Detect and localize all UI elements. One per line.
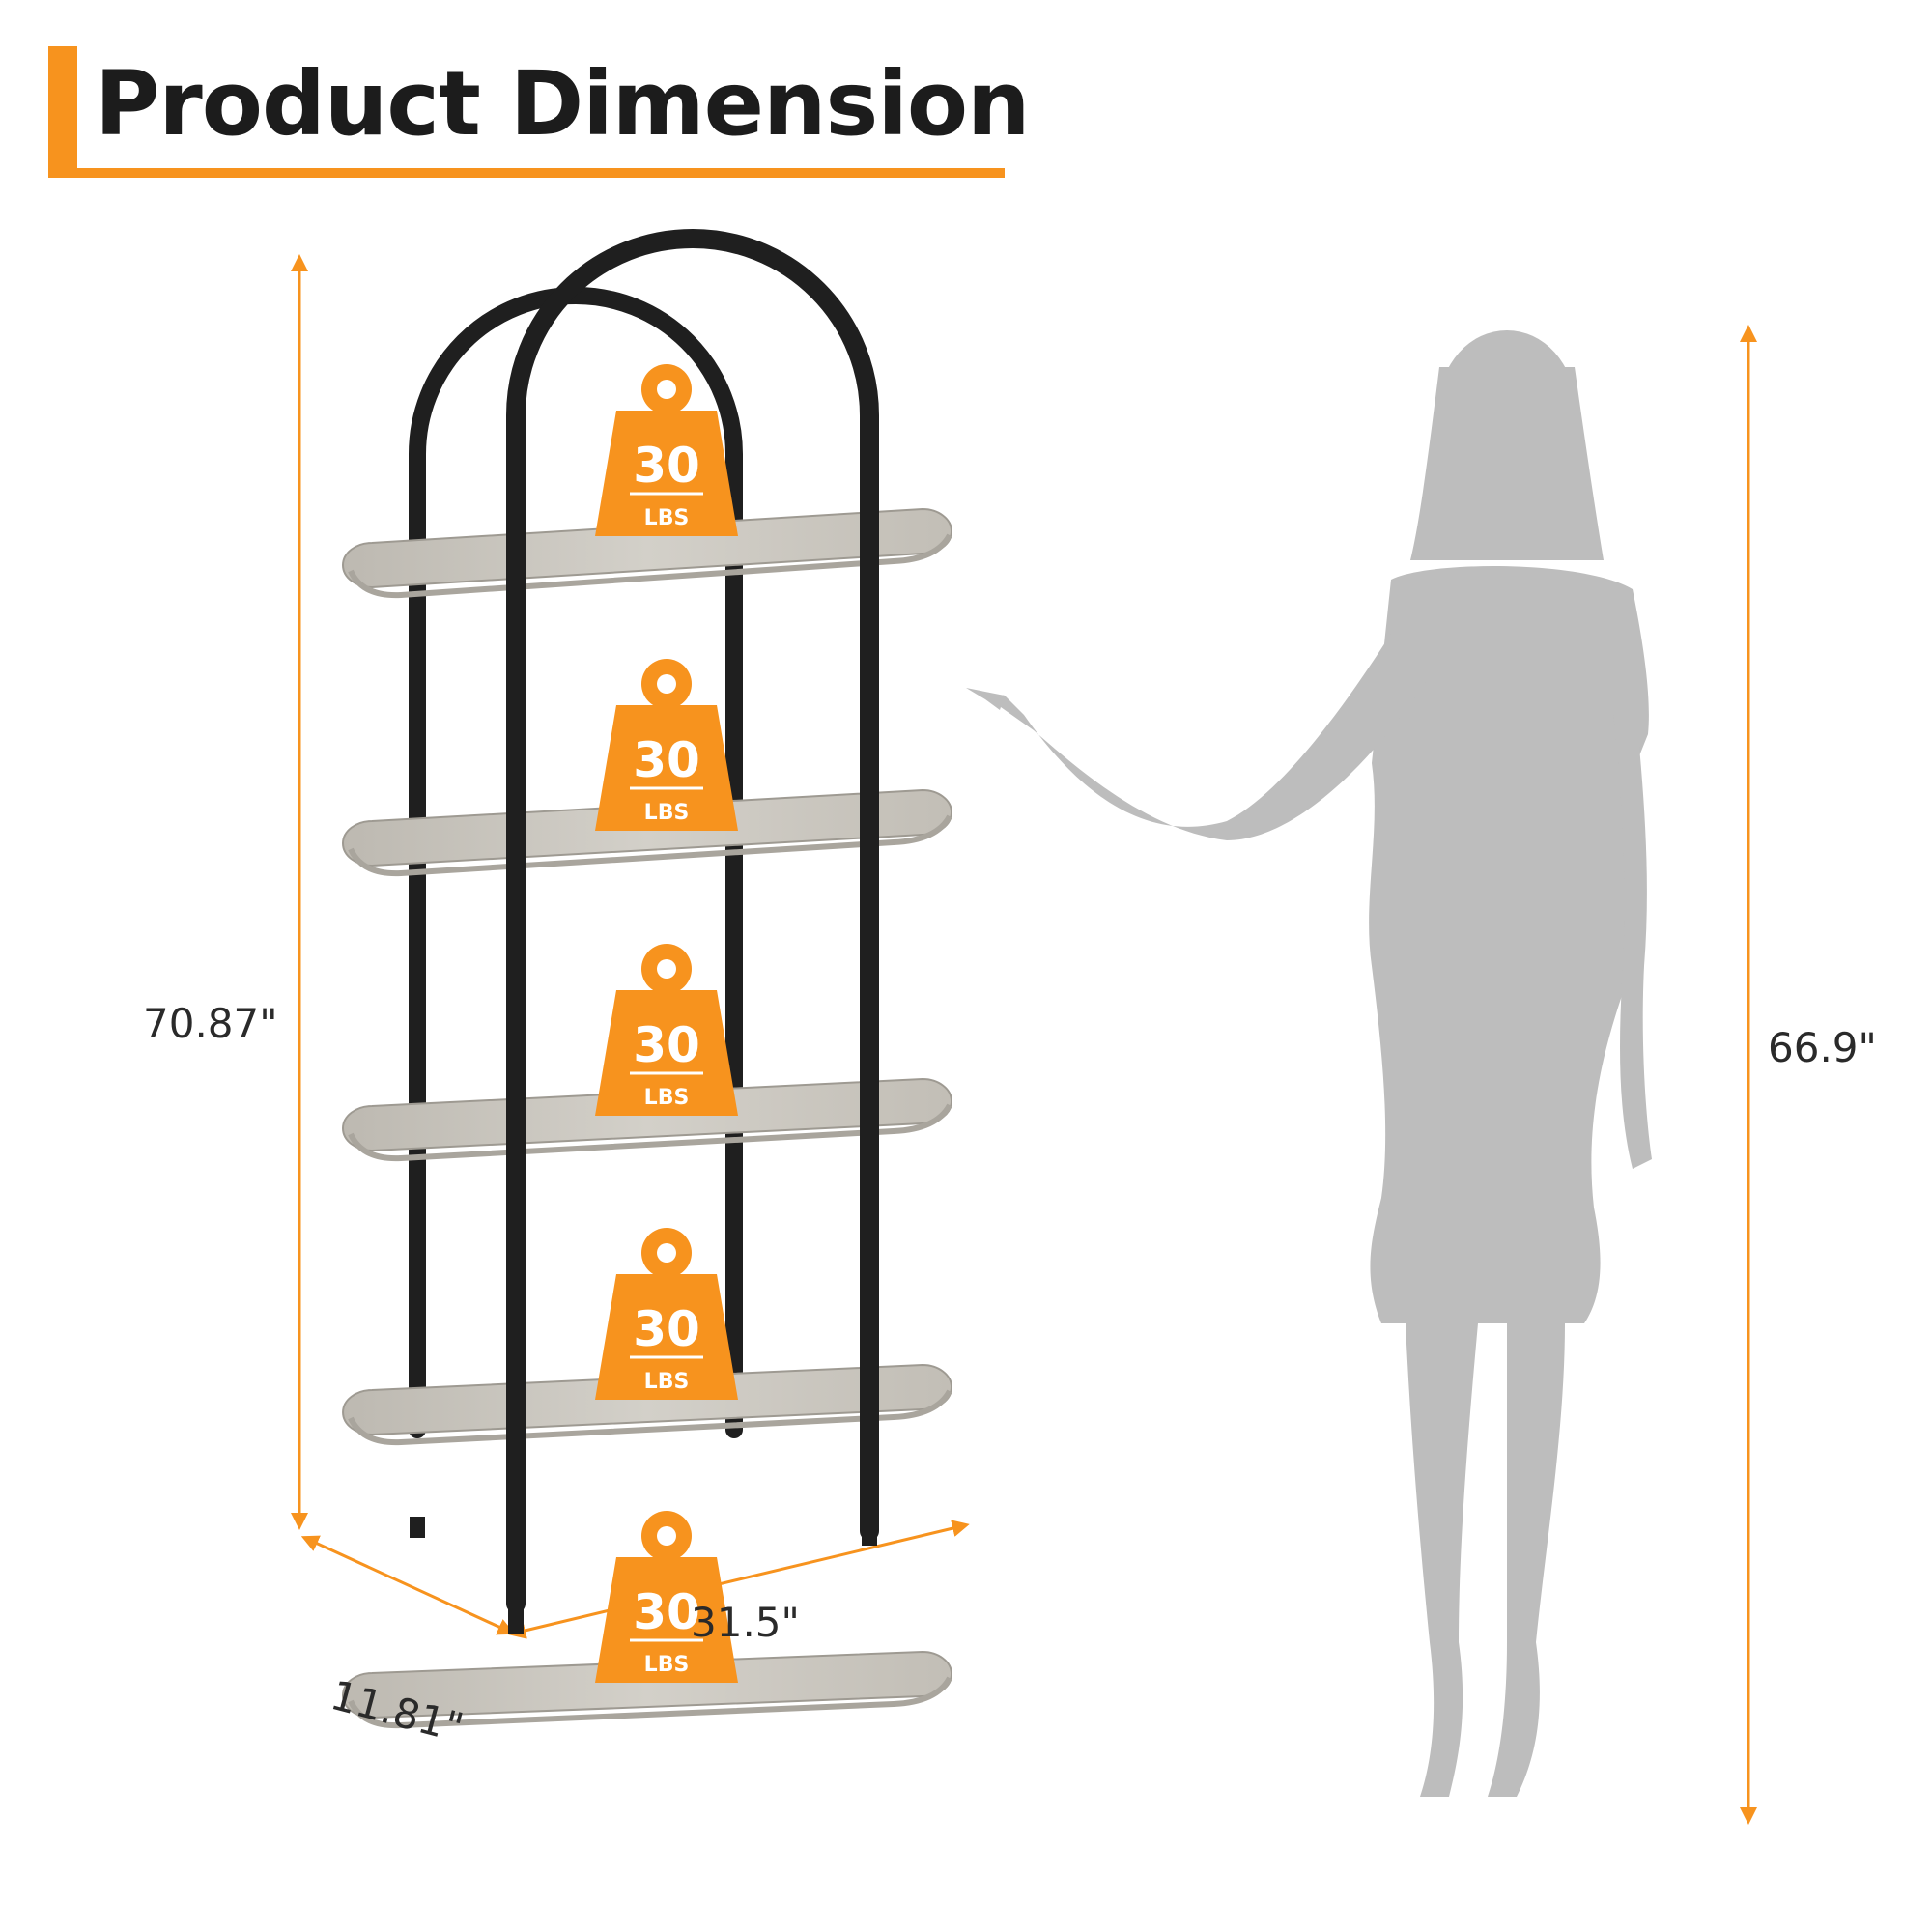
- title-underline: [48, 168, 1005, 178]
- woman-silhouette-icon: [966, 330, 1652, 1797]
- weight-unit: LBS: [644, 801, 690, 825]
- shelf-1: [342, 507, 952, 599]
- weight-value: 30: [633, 732, 700, 788]
- weight-unit: LBS: [644, 1086, 690, 1110]
- front-arch: [506, 229, 879, 1613]
- depth-dimension-line: [300, 1535, 516, 1635]
- front-right-foot: [862, 1517, 877, 1546]
- title-block: Product Dimension: [48, 46, 1031, 178]
- back-left-foot: [410, 1517, 425, 1538]
- height-label: 70.87": [143, 1000, 278, 1047]
- weight-unit: LBS: [644, 506, 690, 530]
- width-label: 31.5": [691, 1599, 800, 1646]
- title-accent-bar: [48, 46, 77, 178]
- weight-unit: LBS: [644, 1370, 690, 1394]
- weight-value: 30: [633, 1301, 700, 1357]
- weight-unit: LBS: [644, 1653, 690, 1677]
- weight-value: 30: [633, 438, 700, 494]
- weight-value: 30: [633, 1584, 700, 1640]
- person-height-label: 66.9": [1768, 1024, 1877, 1071]
- width-dimension-line: [508, 1520, 970, 1639]
- weight-value: 30: [633, 1017, 700, 1073]
- shelf-5: [342, 1650, 952, 1729]
- front-left-foot: [508, 1594, 524, 1634]
- page-title: Product Dimension: [95, 52, 1031, 156]
